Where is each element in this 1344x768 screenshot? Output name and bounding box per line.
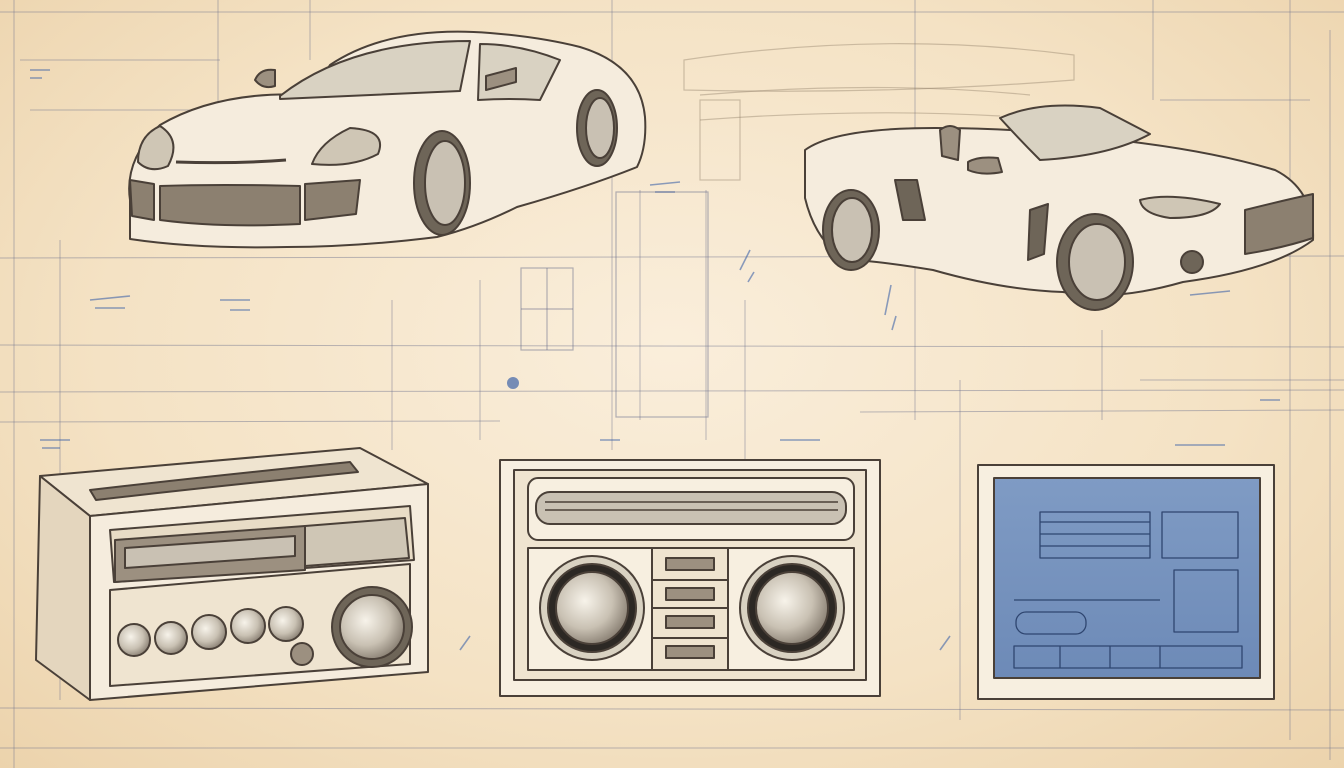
faint-sketch-top [683, 43, 1075, 181]
blue-dot [507, 377, 519, 389]
radio-faceplate [499, 459, 881, 697]
faint-frames [520, 191, 709, 418]
annotation-marks [30, 69, 1280, 651]
car-radio-3d [35, 447, 429, 701]
coupe-car [128, 30, 647, 249]
convertible-car [804, 104, 1315, 311]
display-screen [977, 464, 1275, 700]
